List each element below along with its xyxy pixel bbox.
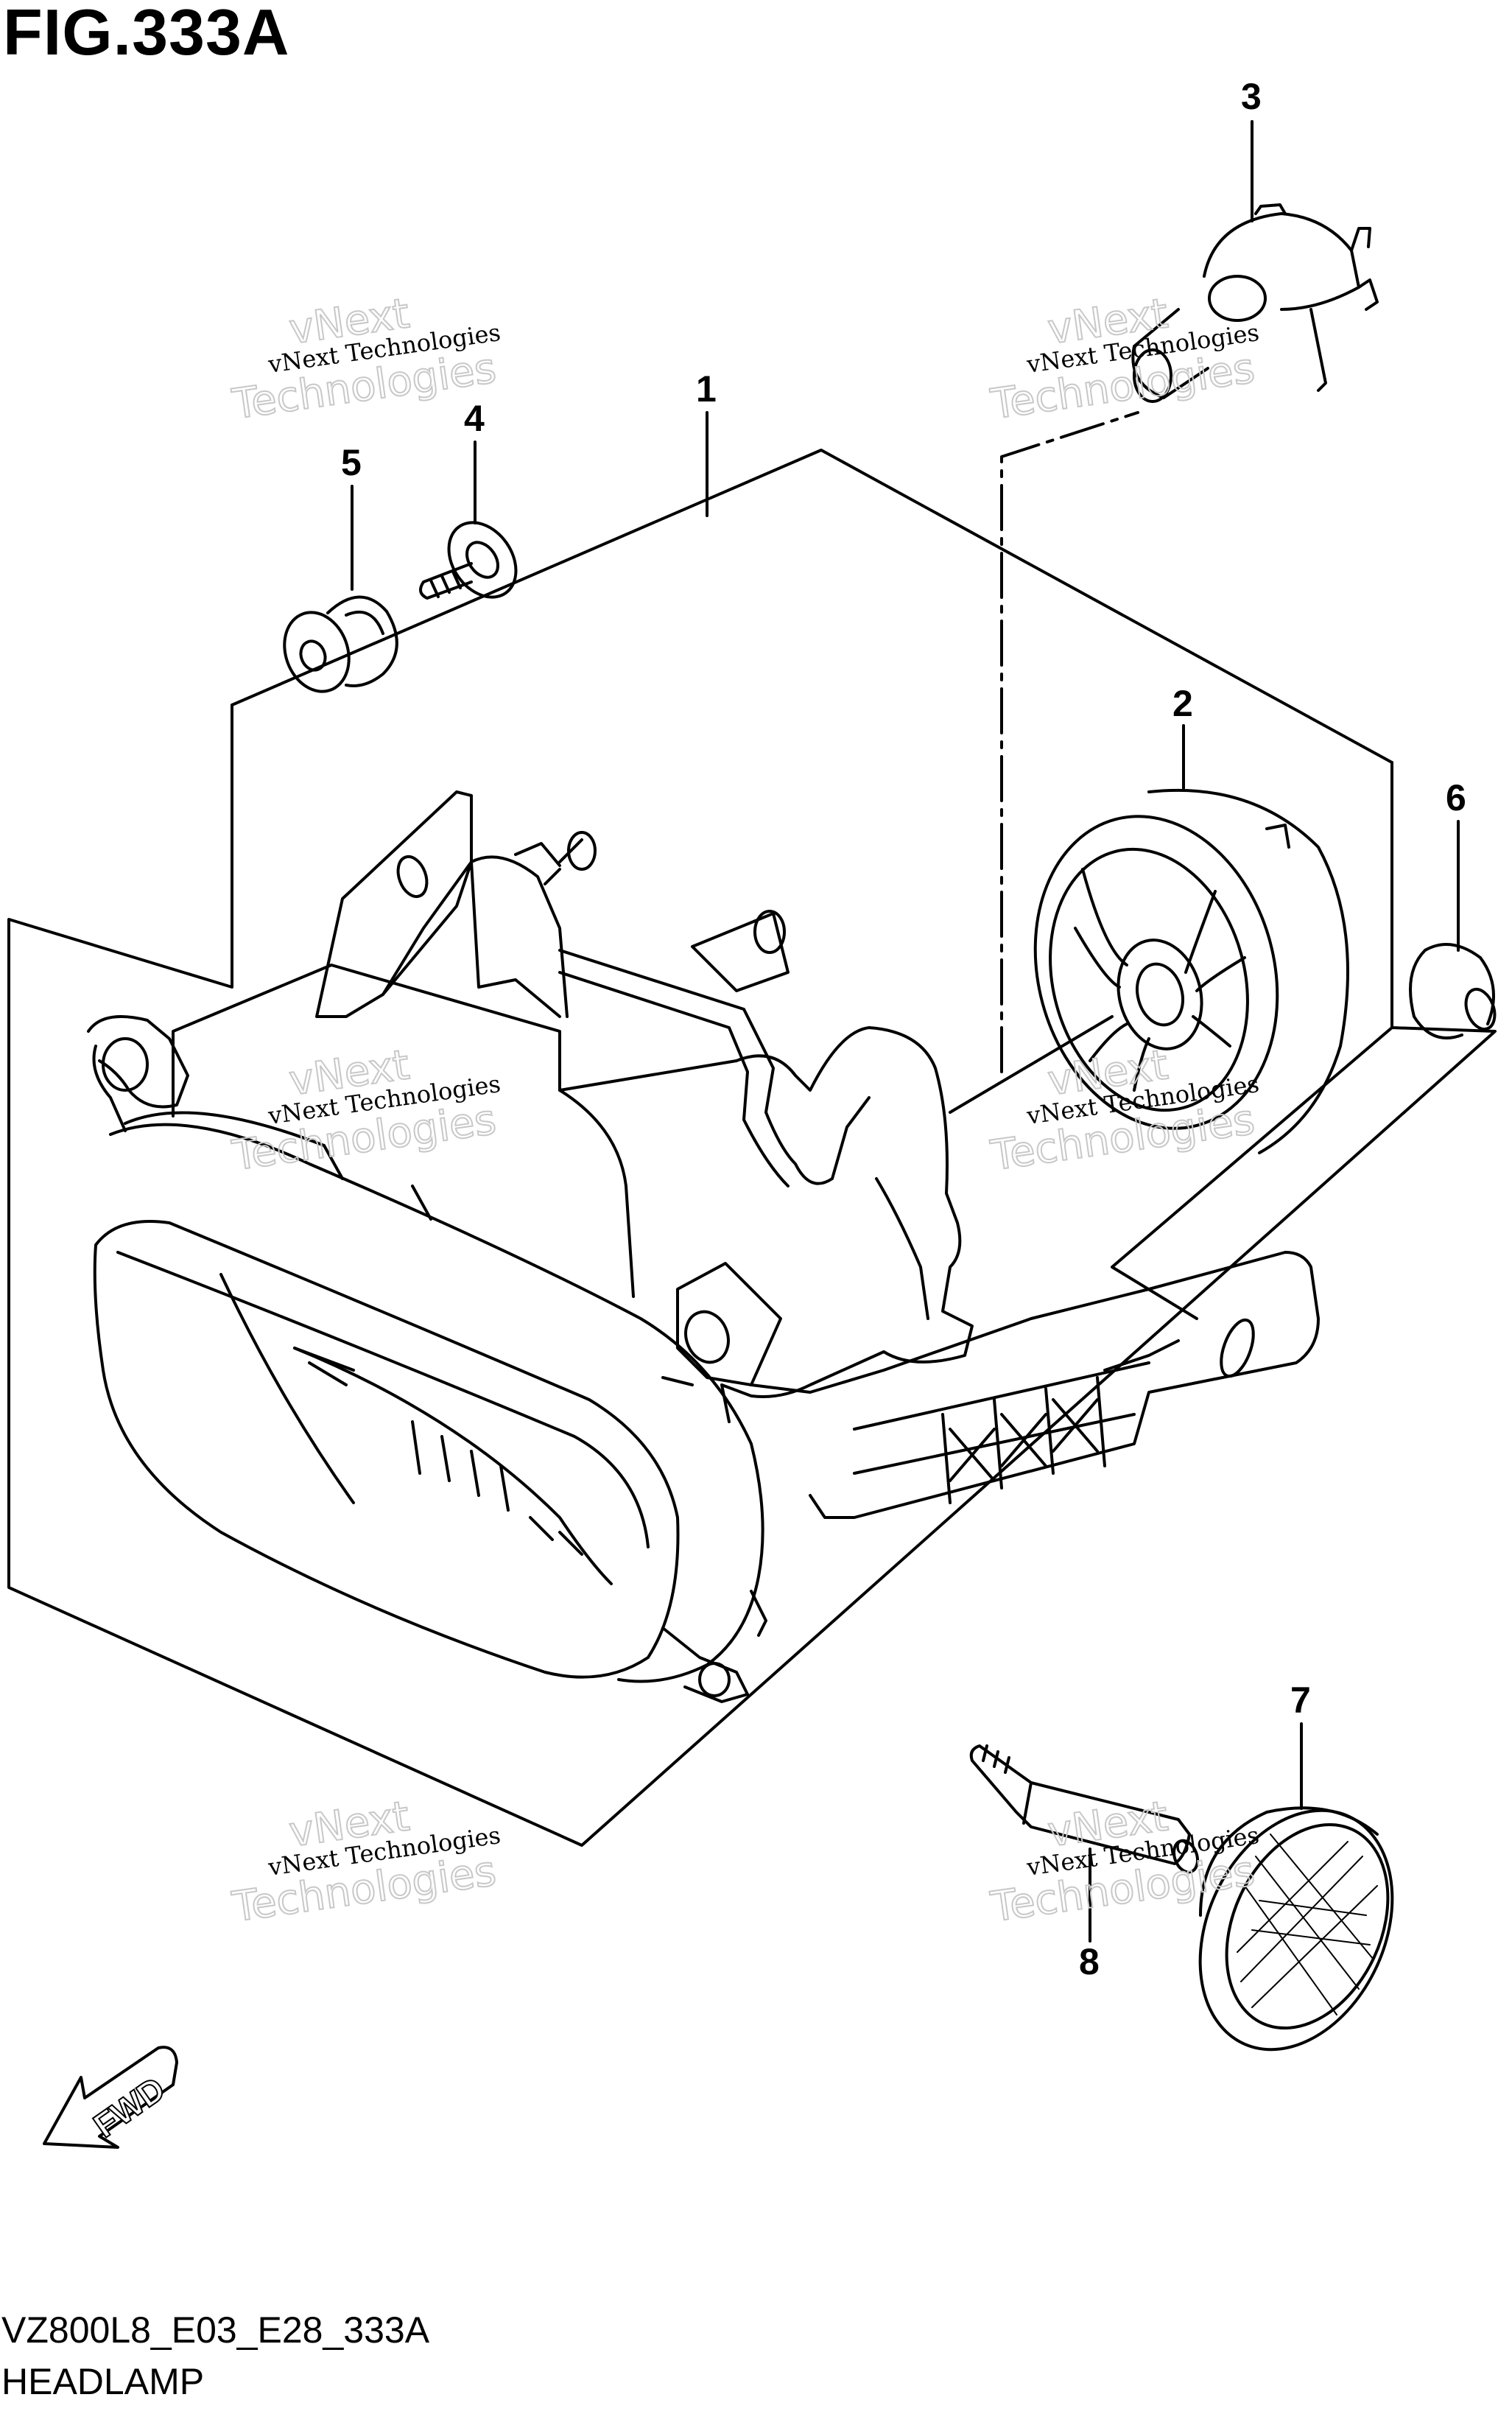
callout-6: 6 — [1446, 777, 1466, 818]
watermark-ml: vNext Technologies vNext Technologies — [228, 1040, 502, 1181]
callout-3: 3 — [1241, 76, 1262, 117]
callout-2: 2 — [1172, 683, 1193, 724]
figure-title: FIG.333A — [3, 0, 290, 69]
callout-4: 4 — [464, 398, 485, 439]
callout-7: 7 — [1290, 1680, 1311, 1721]
watermark-bl: vNext Technologies vNext Technologies — [228, 1792, 502, 1932]
leader-bulb-socket — [949, 1015, 1114, 1114]
watermark-br: vNext Technologies vNext Technologies — [987, 1792, 1261, 1932]
assembly-outline — [7, 449, 1497, 1847]
bulb-part — [1131, 203, 1379, 403]
diagram-code: VZ800L8_E03_E28_333A — [1, 2309, 430, 2351]
watermark-tr: vNext Technologies vNext Technologies — [987, 289, 1261, 429]
headlamp-part — [87, 790, 1320, 1703]
diagram-name: HEADLAMP — [1, 2361, 205, 2402]
bolt-part — [969, 1744, 1199, 1874]
bulb-bracket — [1000, 411, 1139, 1073]
assembly-outline-inner — [1111, 761, 1393, 1320]
socket-boot-part — [1033, 788, 1349, 1154]
callout-8: 8 — [1079, 1941, 1100, 1982]
callout-5: 5 — [341, 442, 362, 483]
callout-1: 1 — [696, 368, 717, 410]
grommet-part-6 — [1409, 943, 1497, 1040]
screw-part — [419, 521, 518, 600]
reflector-part — [1198, 1806, 1394, 2052]
fwd-arrow-icon: FWD — [43, 2046, 178, 2149]
grommet-part — [283, 595, 398, 693]
watermark-mr: vNext Technologies vNext Technologies — [987, 1040, 1261, 1181]
